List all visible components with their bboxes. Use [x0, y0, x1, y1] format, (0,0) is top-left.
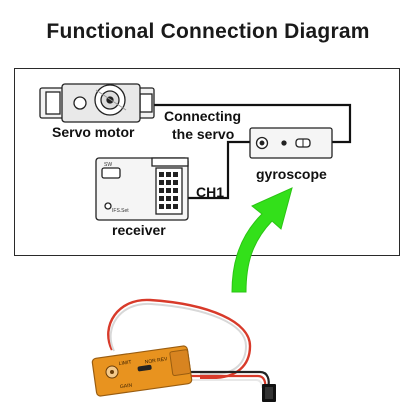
wiring — [150, 103, 352, 200]
receiver-ifs-mark: IFS.Set — [112, 208, 129, 214]
device-gain-mark: GAIN — [120, 382, 133, 390]
receiver-image — [95, 157, 189, 221]
ch1-wire — [186, 140, 250, 200]
device-norrev-mark: NOR REV — [144, 356, 168, 365]
label-ch1: CH1 — [196, 184, 225, 200]
servo-motor-image — [39, 83, 155, 123]
label-the-servo: the servo — [172, 126, 235, 142]
gyroscope-box-image — [249, 127, 333, 159]
servo-wire — [150, 103, 352, 144]
label-receiver: receiver — [112, 222, 166, 238]
label-gyroscope: gyroscope — [256, 166, 327, 182]
label-servo-motor: Servo motor — [52, 124, 135, 140]
green-arrow — [231, 187, 293, 293]
receiver-sw-mark: SW — [104, 162, 112, 168]
diagram-title: Functional Connection Diagram — [46, 20, 370, 43]
label-connecting: Connecting — [164, 108, 241, 124]
device-limit-mark: LIMIT — [118, 359, 131, 367]
gyroscope-device-photo — [91, 298, 276, 402]
